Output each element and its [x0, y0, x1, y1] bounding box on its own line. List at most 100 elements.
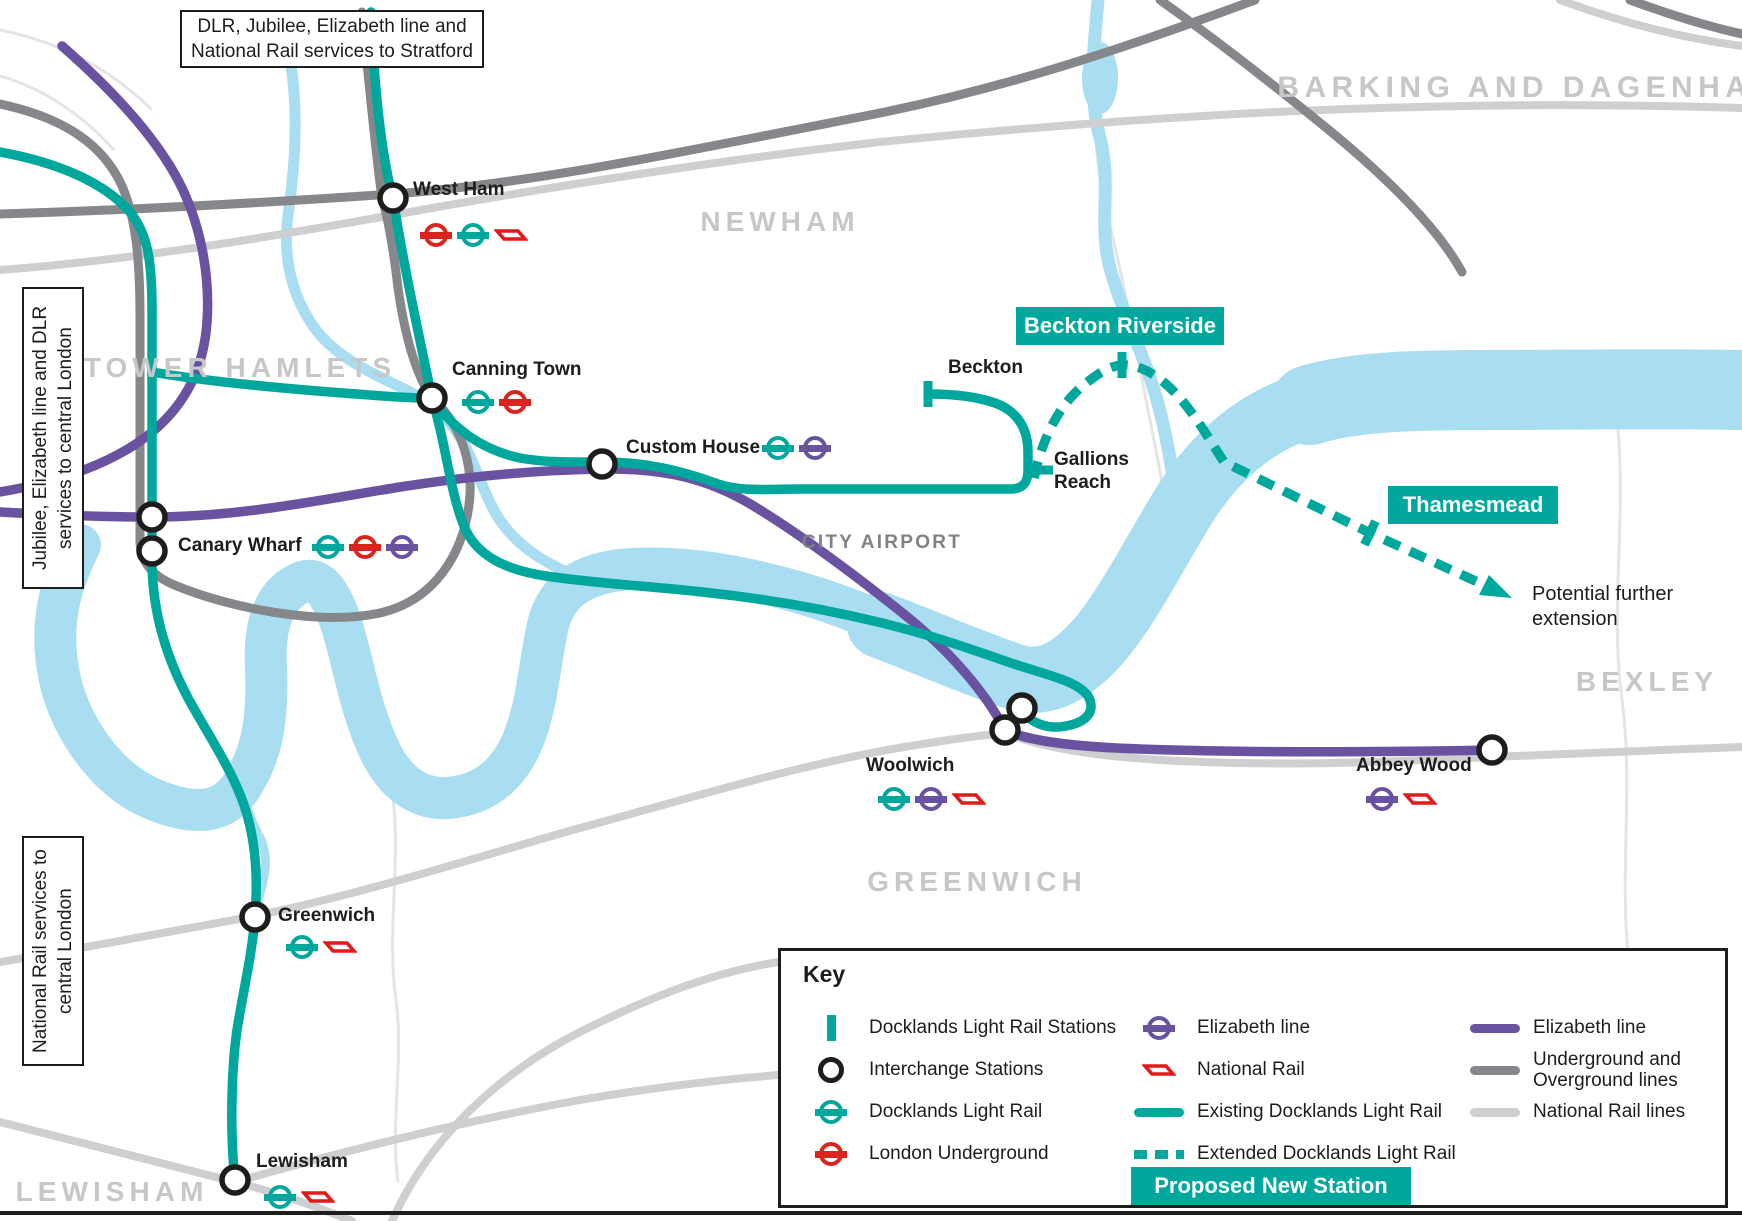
interchange-station-marker [136, 501, 168, 533]
station-mode-icons [286, 934, 357, 960]
key-item-label: Docklands Light Rail Stations [869, 1017, 1117, 1039]
dlr-roundel-icon-bar [878, 795, 910, 803]
dlr-roundel-icon [762, 436, 794, 460]
key-item: National Rail lines [1469, 1091, 1721, 1133]
dlr-roundel-icon [815, 1100, 847, 1124]
dlr-lines-existing [0, 7, 1096, 1185]
interchange-station-marker [586, 448, 618, 480]
station-markers-layer [136, 182, 1508, 1196]
underground-roundel-icon-bar [815, 1150, 847, 1158]
elizabeth-roundel-icon-bar [386, 543, 418, 551]
key-item-icon-slot [1469, 1065, 1521, 1075]
underground-overground-lines [0, 0, 1742, 622]
dlr-roundel-icon-bar [264, 1193, 296, 1201]
dlr-roundel-icon-bar [286, 943, 318, 951]
key-item-icon-slot [1133, 1107, 1185, 1117]
elizabeth-roundel-icon [915, 787, 947, 811]
key-item-icon-slot [805, 1057, 857, 1083]
national-rail-icon [1142, 1057, 1176, 1083]
dlr-roundel-icon [457, 223, 489, 247]
station-label: Greenwich [278, 905, 376, 926]
national-rail-stratford-line [0, 101, 1742, 274]
interchange-station-marker [989, 714, 1021, 746]
station-mode-icons [312, 535, 418, 559]
station-mode-icons [420, 222, 528, 248]
key-item-label: Underground and Overground lines [1533, 1048, 1681, 1091]
area-label: BARKING AND DAGENHAM [1277, 71, 1742, 104]
station-label: West Ham [413, 179, 505, 200]
key-item-icon-slot [805, 1142, 857, 1166]
station-label: Canary Wharf [178, 535, 302, 556]
elizabeth-roundel-icon [799, 436, 831, 460]
key-item-icon-slot [805, 1015, 857, 1041]
area-label: LEWISHAM [15, 1176, 209, 1207]
potential-extension-label: Potential further extension [1532, 583, 1674, 630]
area-label: GREENWICH [867, 866, 1087, 897]
national-rail-southeast-line [388, 958, 782, 1221]
key-item: National Rail [1133, 1049, 1467, 1091]
station-label: Canning Town [452, 359, 582, 380]
map-bottom-border [0, 1211, 1742, 1215]
key-item-icon-slot [805, 1100, 857, 1124]
key-title: Key [803, 961, 846, 987]
national-rail-icon [1403, 786, 1437, 812]
key-item-label: London Underground [869, 1143, 1049, 1165]
dlr-roundel-icon-bar [312, 543, 344, 551]
station-mode-icons [264, 1184, 335, 1210]
national-rail-line-swatch-icon [1470, 1107, 1520, 1117]
central-london-jubilee-services-note: Jubilee, Elizabeth line and DLR services… [22, 287, 84, 589]
central-london-rail-services-note: National Rail services to central London [22, 836, 84, 1066]
dlr-dashed-line-swatch-icon [1134, 1149, 1184, 1159]
interchange-station-marker [1006, 692, 1038, 724]
elizabeth-line-stratford-curve [0, 41, 213, 497]
interchange-station-marker [136, 535, 168, 567]
station-mode-icons [878, 786, 986, 812]
area-label: CITY AIRPORT [801, 532, 963, 553]
dlr-extension-proposed [1029, 352, 1512, 598]
interchange-station-marker [377, 182, 409, 214]
key-item-icon-slot [1133, 1016, 1185, 1040]
dlr-beckton-branch [427, 389, 1033, 495]
thamesmead-station-tick [1360, 519, 1380, 547]
dlr-roundel-icon [878, 787, 910, 811]
national-rail-icon [323, 934, 357, 960]
dlr-bank-lewisham-branch [0, 147, 261, 1185]
key-item-label: National Rail lines [1533, 1101, 1686, 1123]
key-item-label: Interchange Stations [869, 1059, 1044, 1081]
interchange-station-marker [416, 382, 448, 414]
underground-roundel-icon-bar [349, 543, 381, 551]
boundary-greenwich-lewisham [390, 789, 401, 1183]
underground-line-swatch-icon [1470, 1065, 1520, 1075]
key-item: Interchange Stations [805, 1049, 1131, 1091]
key-item: Underground and Overground lines [1469, 1049, 1721, 1091]
underground-roundel-icon-bar [420, 231, 452, 239]
elizabeth-roundel-icon [1143, 1016, 1175, 1040]
dlr-roundel-icon [462, 390, 494, 414]
underground-roundel-icon [815, 1142, 847, 1166]
dlr-line-swatch-icon [1134, 1107, 1184, 1117]
thames-upper-wide [1270, 349, 1742, 445]
interchange-station-icon [818, 1057, 844, 1083]
elizabeth-roundel-icon-bar [1143, 1024, 1175, 1032]
elizabeth-line-swatch-icon [1470, 1023, 1520, 1033]
interchange-station-marker [239, 901, 271, 933]
national-rail-icon [301, 1184, 335, 1210]
extension-arrowhead [1479, 575, 1512, 598]
road-top-left-2 [0, 74, 116, 151]
underground-roundel-icon [349, 535, 381, 559]
station-label: Abbey Wood [1356, 755, 1472, 776]
station-mode-icons [462, 390, 531, 414]
national-rail-icon [494, 222, 528, 248]
dlr-roundel-icon-bar [457, 231, 489, 239]
elizabeth-line-main [0, 464, 1497, 757]
key-item: Docklands Light Rail Stations [805, 1007, 1131, 1049]
jubilee-line [0, 7, 475, 622]
stratford-services-note: DLR, Jubilee, Elizabeth line and Nationa… [180, 10, 484, 68]
dlr-roundel-icon [286, 935, 318, 959]
elizabeth-roundel-icon [386, 535, 418, 559]
underground-top-right-corner [1625, 0, 1742, 39]
